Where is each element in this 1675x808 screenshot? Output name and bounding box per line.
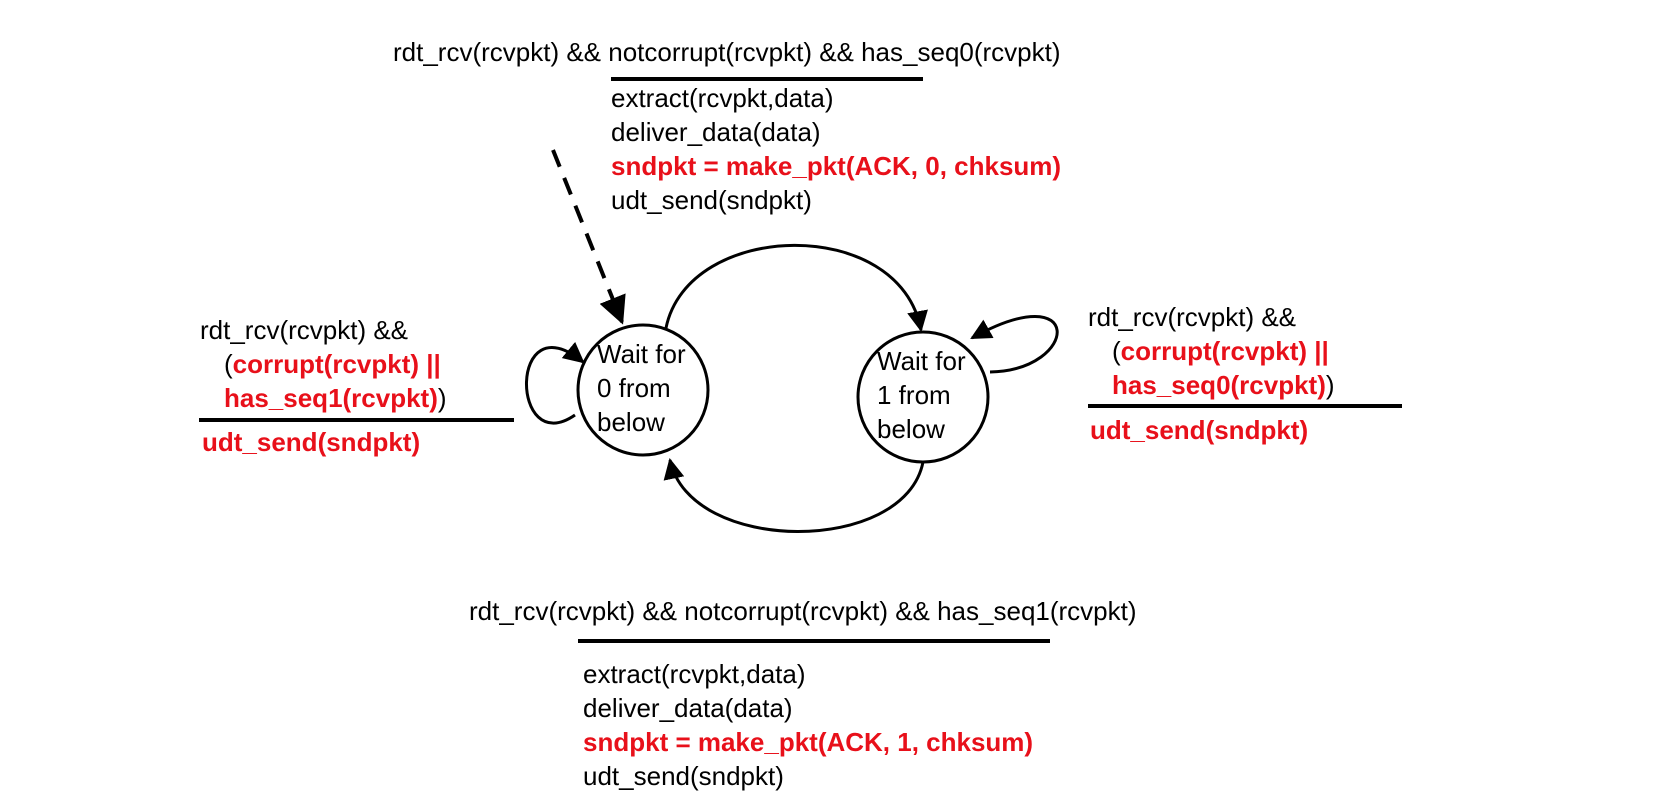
right-event-line3: has_seq0(rcvpkt)) (1088, 368, 1335, 402)
state-wait0-line1: Wait for (597, 339, 686, 369)
top-action-deliver: deliver_data(data) (611, 117, 821, 147)
right-self-labels: rdt_rcv(rcvpkt) && (corrupt(rcvpkt) || h… (1088, 300, 1335, 402)
state-wait1-line1: Wait for (877, 346, 966, 376)
left-event-has-seq1: has_seq1(rcvpkt) (224, 383, 438, 413)
right-action-udt-send: udt_send(sndpkt) (1090, 415, 1309, 445)
state-wait0-line3: below (597, 407, 665, 437)
top-event-label: rdt_rcv(rcvpkt) && notcorrupt(rcvpkt) &&… (393, 37, 1061, 67)
bottom-action-extract: extract(rcvpkt,data) (583, 659, 806, 689)
right-event-has-seq0: has_seq0(rcvpkt) (1112, 370, 1326, 400)
state-wait1-label: Wait for 1 from below (877, 344, 966, 446)
bottom-action-udt-send: udt_send(sndpkt) (583, 761, 784, 791)
top-actions: extract(rcvpkt,data) deliver_data(data) … (611, 81, 1061, 217)
initial-arrow (551, 149, 626, 325)
state-wait0-line2: 0 from (597, 373, 671, 403)
left-event-line3: has_seq1(rcvpkt)) (200, 381, 447, 415)
left-event-line1: rdt_rcv(rcvpkt) && (200, 315, 409, 345)
left-self-loop (525, 341, 585, 425)
state-wait0-circle (576, 323, 710, 457)
state-wait0-label: Wait for 0 from below (597, 337, 686, 439)
right-event-line2: (corrupt(rcvpkt) || (1088, 334, 1335, 368)
top-transition-arrow (664, 244, 928, 333)
bottom-action-deliver: deliver_data(data) (583, 693, 793, 723)
right-event-open: ( (1112, 336, 1121, 366)
top-action-udt-send: udt_send(sndpkt) (611, 185, 812, 215)
left-event-close: ) (437, 383, 447, 413)
bottom-event-label: rdt_rcv(rcvpkt) && notcorrupt(rcvpkt) &&… (469, 596, 1137, 626)
right-event-close: ) (1325, 370, 1335, 400)
bottom-action-make-pkt: sndpkt = make_pkt(ACK, 1, chksum) (583, 727, 1034, 757)
top-action-make-pkt: sndpkt = make_pkt(ACK, 0, chksum) (611, 151, 1062, 181)
left-event-line2: (corrupt(rcvpkt) || (200, 347, 447, 381)
left-action-udt-send: udt_send(sndpkt) (202, 427, 421, 457)
right-event-line1: rdt_rcv(rcvpkt) && (1088, 302, 1297, 332)
left-self-labels: rdt_rcv(rcvpkt) && (corrupt(rcvpkt) || h… (200, 313, 447, 415)
state-wait1-line3: below (877, 414, 945, 444)
left-event-open: ( (224, 349, 233, 379)
right-self-loop (970, 315, 1059, 374)
right-event-corrupt: corrupt(rcvpkt) || (1120, 336, 1329, 366)
bottom-actions: extract(rcvpkt,data) deliver_data(data) … (583, 657, 1033, 793)
left-event-corrupt: corrupt(rcvpkt) || (232, 349, 441, 379)
bottom-transition-arrow (663, 457, 925, 533)
state-wait1-line2: 1 from (877, 380, 951, 410)
top-action-extract: extract(rcvpkt,data) (611, 83, 834, 113)
